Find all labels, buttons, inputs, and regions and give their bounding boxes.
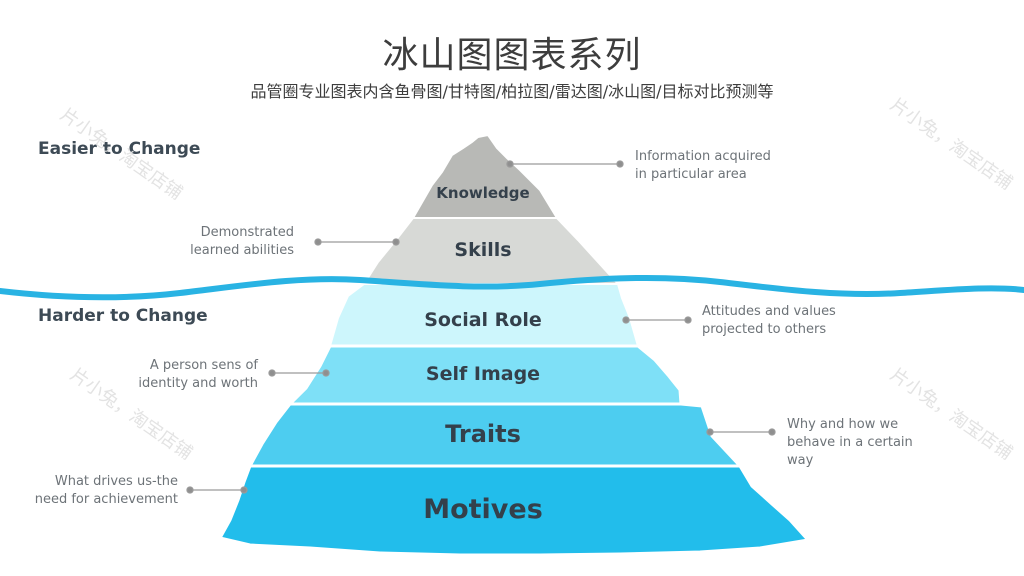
description-motives: What drives us-the need for achievement (34, 474, 178, 507)
connector-dot-self-image-end (322, 369, 330, 377)
description-social-role: Attitudes and values projected to others (702, 304, 836, 337)
layer-label-social-role: Social Role (424, 309, 542, 331)
connector-dot-traits-start (706, 428, 714, 436)
page-subtitle: 品管圈专业图表内含鱼骨图/甘特图/柏拉图/雷达图/冰山图/目标对比预测等 (250, 82, 774, 101)
layer-label-skills: Skills (454, 239, 512, 261)
iceberg-layer-motives (217, 464, 811, 557)
connector-dot-motives-end (240, 486, 248, 494)
connector-dot-knowledge-end (616, 160, 624, 168)
iceberg-layer-self-image (286, 344, 683, 406)
section-label-harder: Harder to Change (38, 306, 208, 326)
description-knowledge: Information acquired in particular area (635, 149, 771, 182)
layer-label-traits: Traits (445, 420, 521, 448)
layer-label-motives: Motives (423, 494, 543, 525)
connector-dot-self-image-start (268, 369, 276, 377)
connector-dot-social-role-end (684, 316, 692, 324)
connector-dot-traits-end (768, 428, 776, 436)
description-self-image: A person sens of identity and worth (138, 358, 258, 391)
section-label-easier: Easier to Change (38, 139, 201, 159)
connector-dot-motives-start (186, 486, 194, 494)
iceberg-layer-knowledge (411, 133, 559, 219)
description-traits: Why and how we behave in a certain way (787, 417, 913, 468)
connector-dot-knowledge-start (506, 160, 514, 168)
description-skills: Demonstrated learned abilities (190, 225, 294, 258)
connector-dot-social-role-start (622, 316, 630, 324)
water-line (0, 274, 1024, 301)
page-title: 冰山图图表系列 (382, 35, 642, 76)
layer-label-self-image: Self Image (425, 363, 541, 385)
layer-label-knowledge: Knowledge (436, 184, 530, 202)
connector-dot-skills-end (392, 238, 400, 246)
connector-dot-skills-start (314, 238, 322, 246)
